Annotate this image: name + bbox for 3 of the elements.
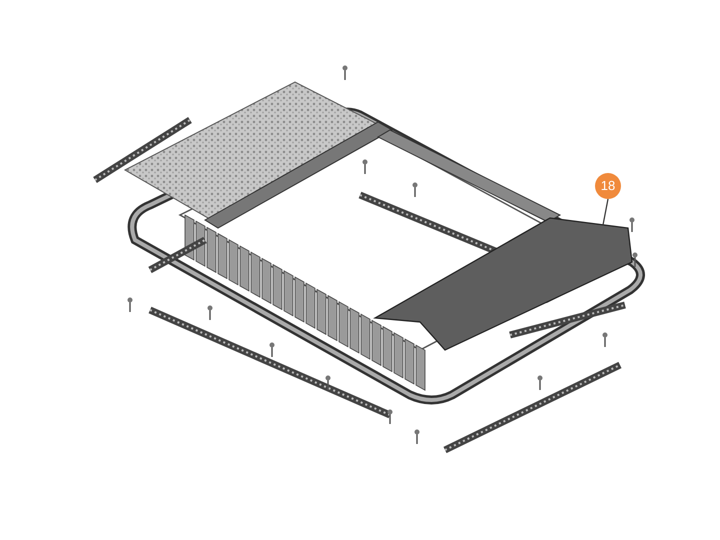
callout-number: 18	[595, 173, 621, 199]
blind-panel	[373, 217, 633, 351]
leader-line	[602, 198, 609, 226]
